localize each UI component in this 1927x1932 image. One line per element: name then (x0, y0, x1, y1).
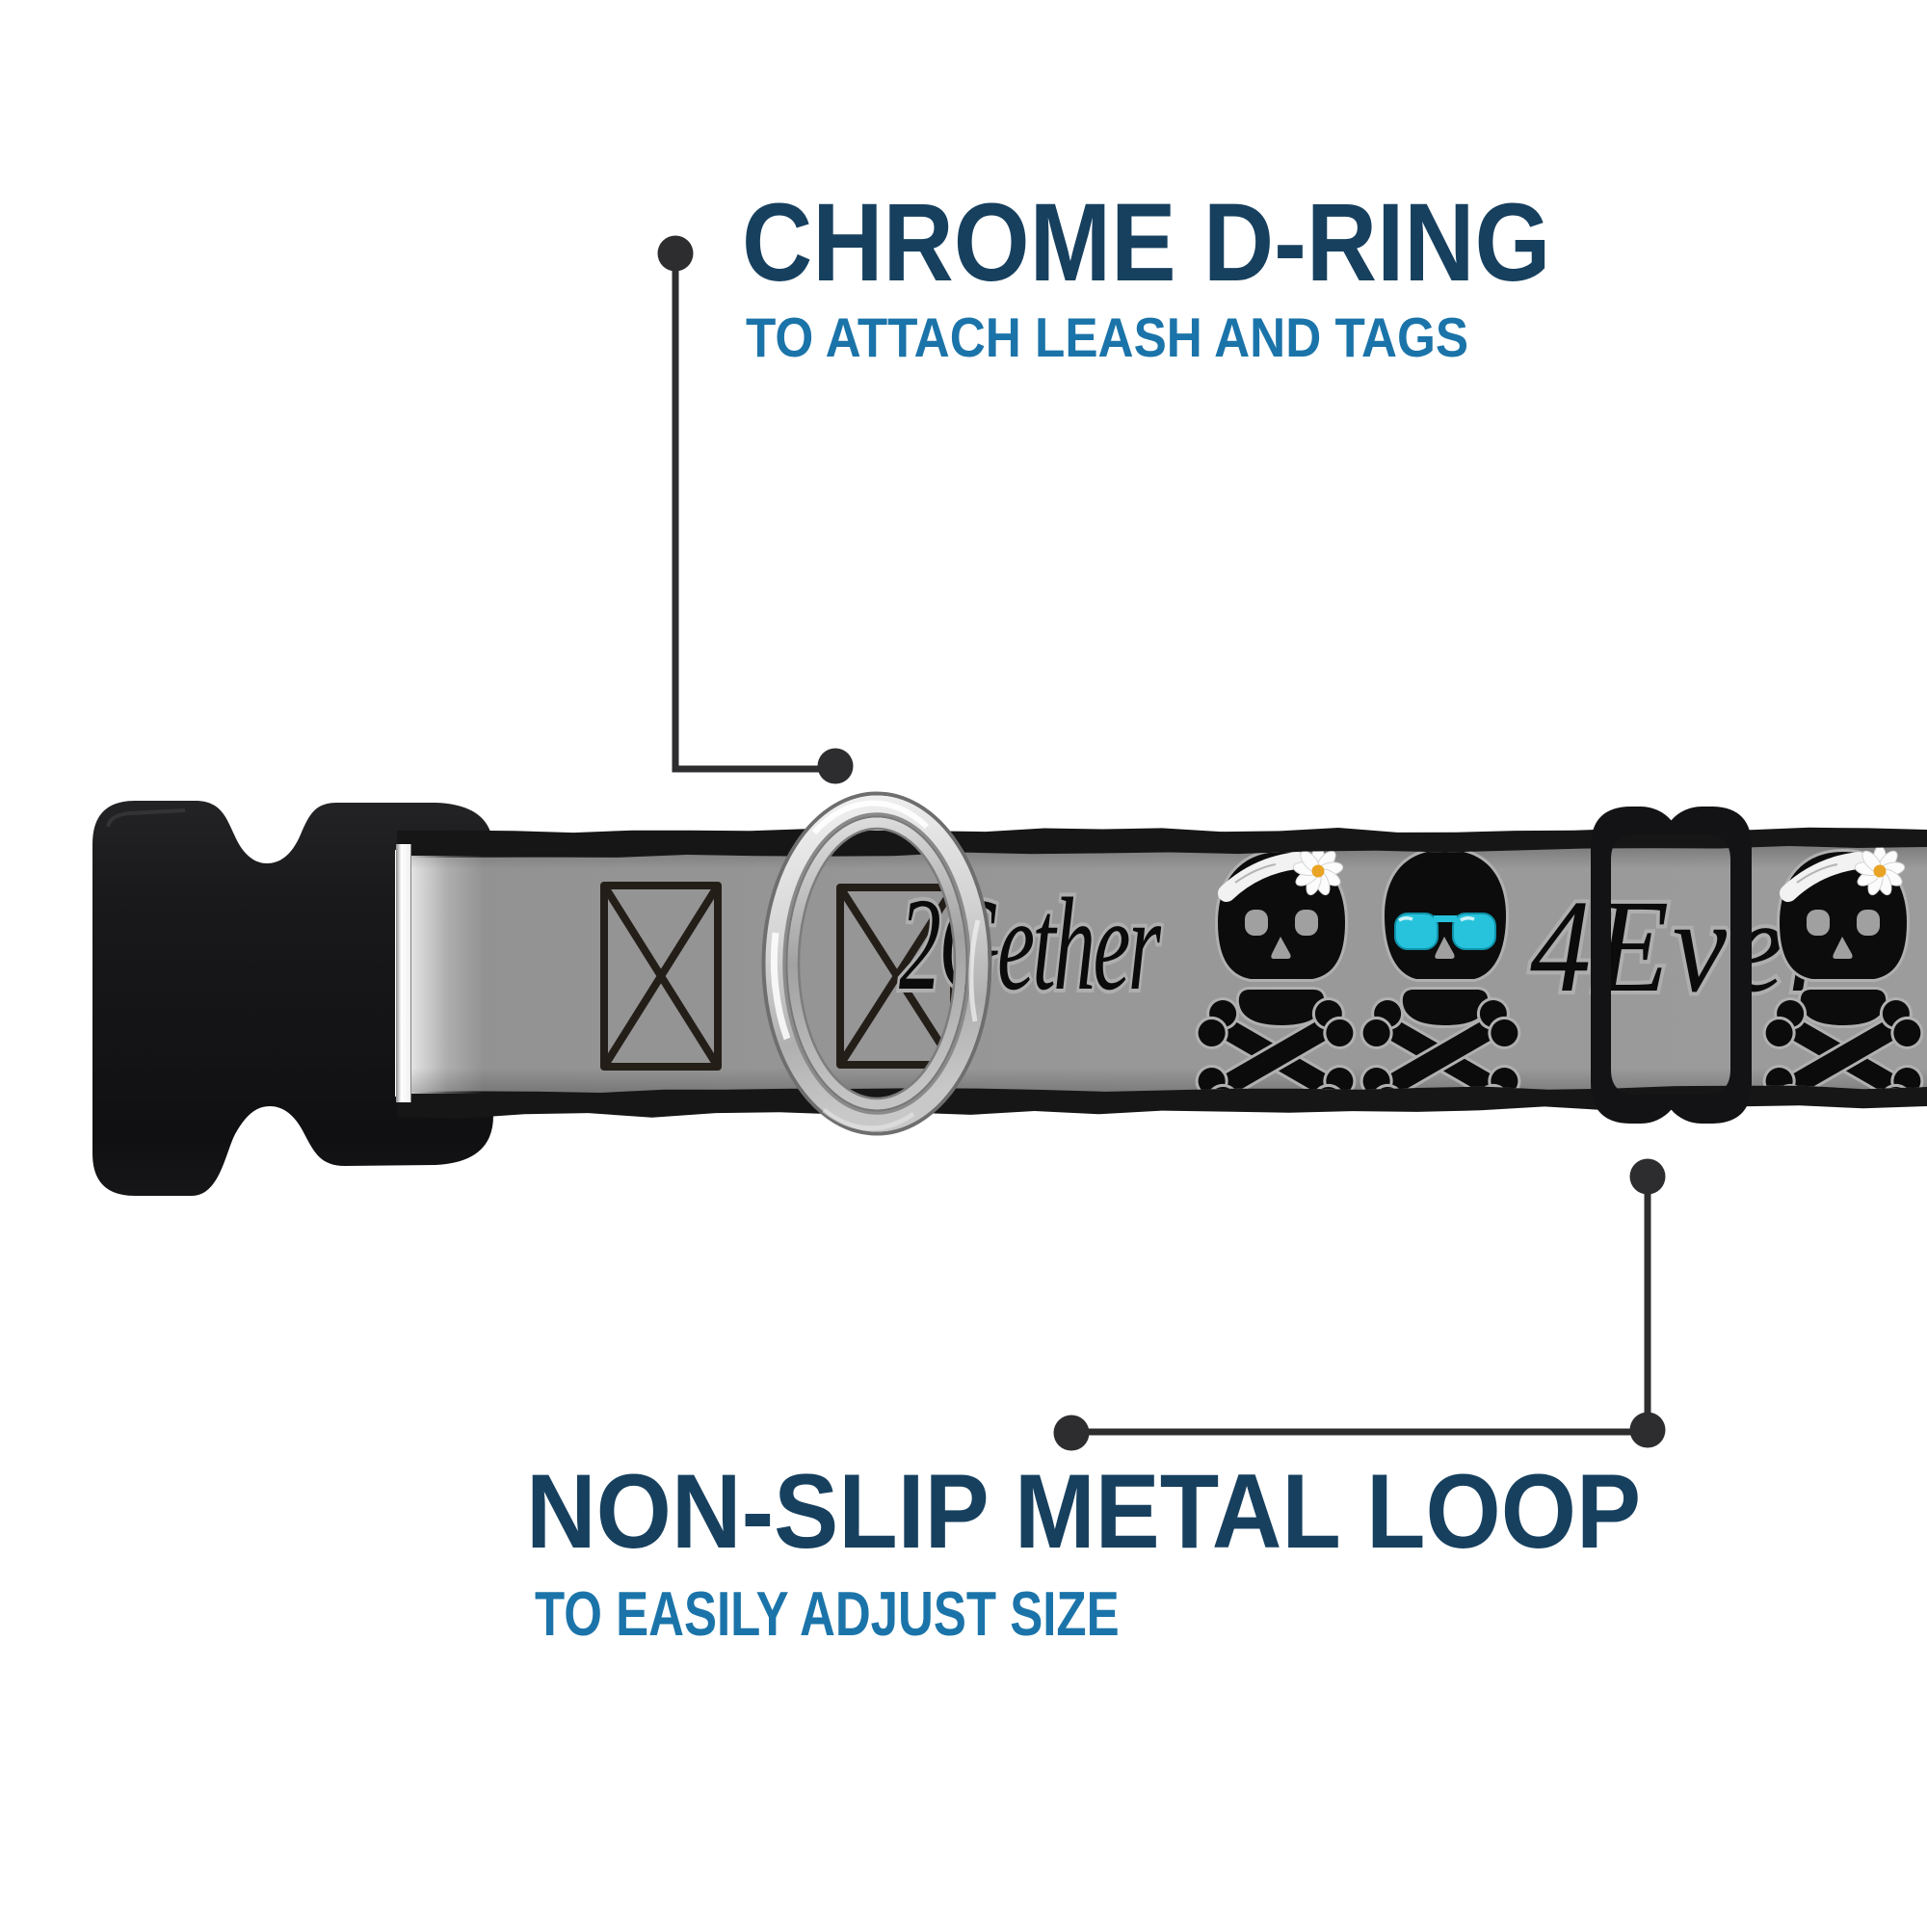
svg-text:TO EASILY ADJUST SIZE: TO EASILY ADJUST SIZE (535, 1579, 1120, 1649)
svg-text:2Gether: 2Gether (899, 870, 1162, 1018)
svg-text:CHROME D-RING: CHROME D-RING (742, 180, 1550, 304)
svg-text:NON-SLIP METAL LOOP: NON-SLIP METAL LOOP (526, 1453, 1641, 1571)
svg-text:TO ATTACH LEASH AND TAGS: TO ATTACH LEASH AND TAGS (746, 306, 1468, 368)
